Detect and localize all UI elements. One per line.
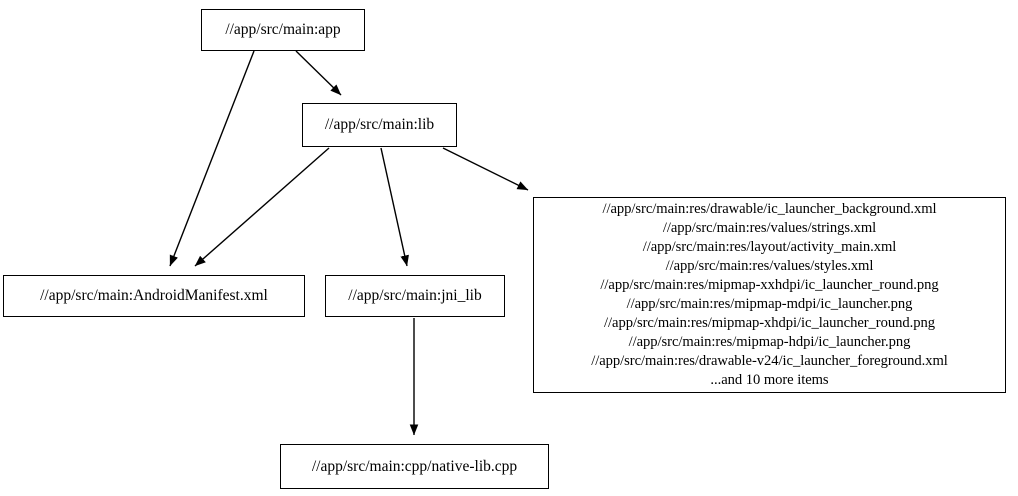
edge-lib-to-jnilib — [380, 147, 409, 267]
graph-node-android-manifest-label: //app/src/main:AndroidManifest.xml — [40, 287, 268, 305]
edge-app-to-lib — [295, 50, 342, 96]
graph-node-res-group[interactable]: //app/src/main:res/drawable/ic_launcher_… — [533, 197, 1006, 393]
graph-node-app[interactable]: //app/src/main:app — [201, 9, 365, 51]
graph-node-android-manifest[interactable]: //app/src/main:AndroidManifest.xml — [3, 275, 305, 317]
graph-node-res-group-label: //app/src/main:res/drawable/ic_launcher_… — [591, 201, 948, 388]
graph-node-jni-lib-label: //app/src/main:jni_lib — [348, 287, 482, 305]
graph-node-lib[interactable]: //app/src/main:lib — [302, 103, 457, 147]
graph-node-lib-label: //app/src/main:lib — [324, 116, 435, 134]
graph-node-native-lib-cpp-label: //app/src/main:cpp/native-lib.cpp — [311, 457, 518, 475]
graph-node-app-label: //app/src/main:app — [225, 21, 341, 39]
edge-lib-to-resgroup — [442, 147, 529, 191]
edge-app-to-manifest — [169, 50, 255, 267]
graph-node-jni-lib[interactable]: //app/src/main:jni_lib — [325, 275, 505, 317]
graph-node-native-lib-cpp[interactable]: //app/src/main:cpp/native-lib.cpp — [280, 444, 549, 489]
edge-lib-to-manifest — [194, 147, 330, 267]
